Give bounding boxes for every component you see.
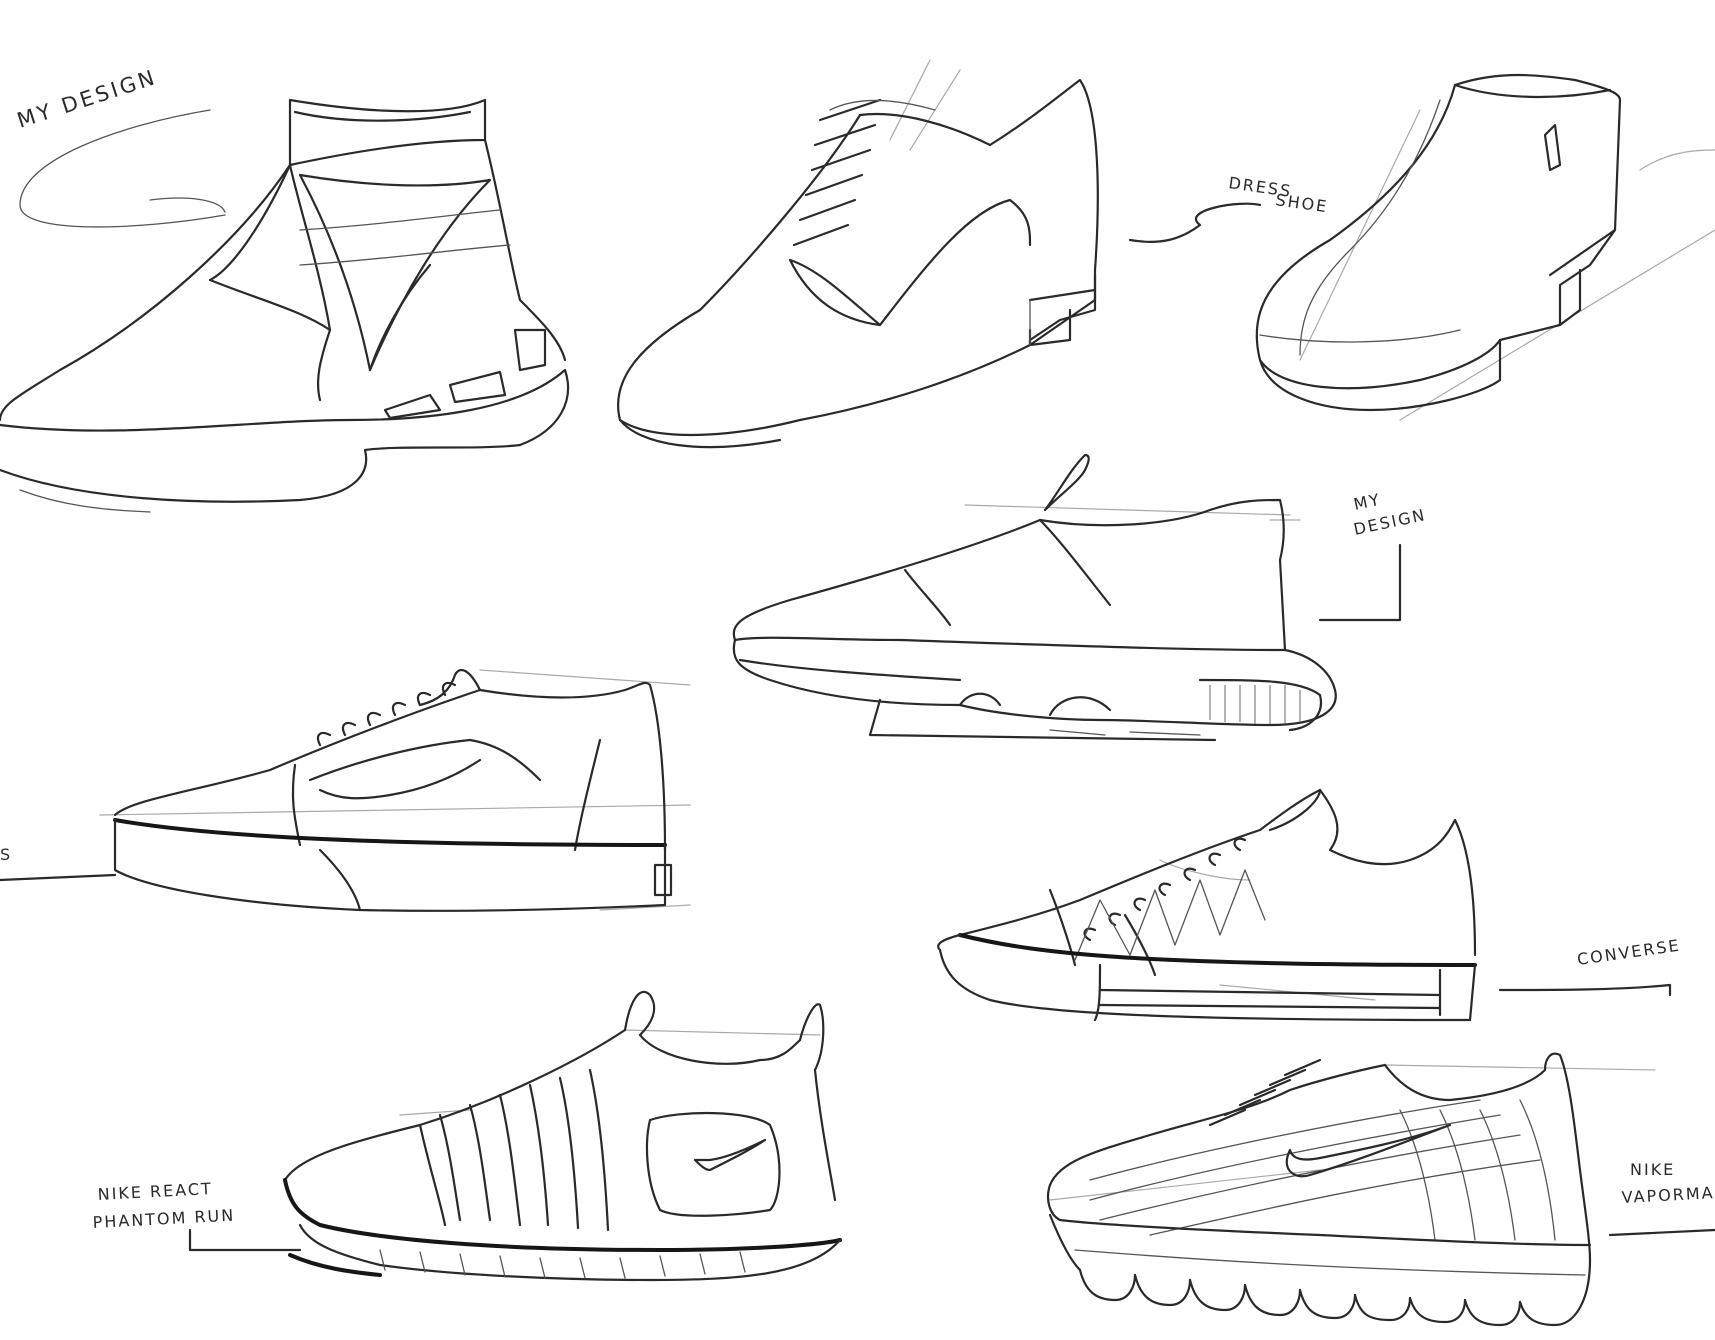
sketch-nike-react-phantom-run bbox=[283, 990, 842, 1282]
label-vans-fragment: S bbox=[0, 845, 12, 864]
sketch-oxford-dress-shoe bbox=[617, 59, 1099, 449]
label-my-design-2-1: MY bbox=[1352, 490, 1383, 514]
sketch-slip-on-sneaker bbox=[732, 453, 1337, 742]
leader-my-design-2 bbox=[1318, 543, 1402, 622]
sketch-high-top-knit-sneaker bbox=[0, 98, 570, 513]
sketch-heeled-chelsea-boot bbox=[1255, 73, 1715, 421]
label-dress-shoe-2: SHOE bbox=[1274, 190, 1329, 216]
leader-dress-shoe bbox=[1128, 202, 1262, 243]
label-nike-vapormax-1: NIKE bbox=[1630, 1160, 1675, 1179]
label-nike-react-1: NIKE REACT bbox=[97, 1179, 213, 1204]
label-converse: CONVERSE bbox=[1576, 936, 1682, 969]
sketch-nike-vapormax bbox=[1046, 1052, 1656, 1327]
leader-nike-react bbox=[188, 1228, 302, 1252]
leader-vans bbox=[0, 873, 117, 882]
leader-converse bbox=[1498, 983, 1672, 997]
leader-nike-vapormax bbox=[1608, 1228, 1715, 1237]
sketch-skate-shoe bbox=[99, 668, 691, 912]
label-nike-vapormax-2: VAPORMAX bbox=[1621, 1182, 1715, 1207]
label-nike-react-2: PHANTOM RUN bbox=[92, 1206, 235, 1232]
sketch-converse-low-top bbox=[937, 788, 1477, 1022]
label-my-design-1: MY DESIGN bbox=[14, 65, 160, 133]
